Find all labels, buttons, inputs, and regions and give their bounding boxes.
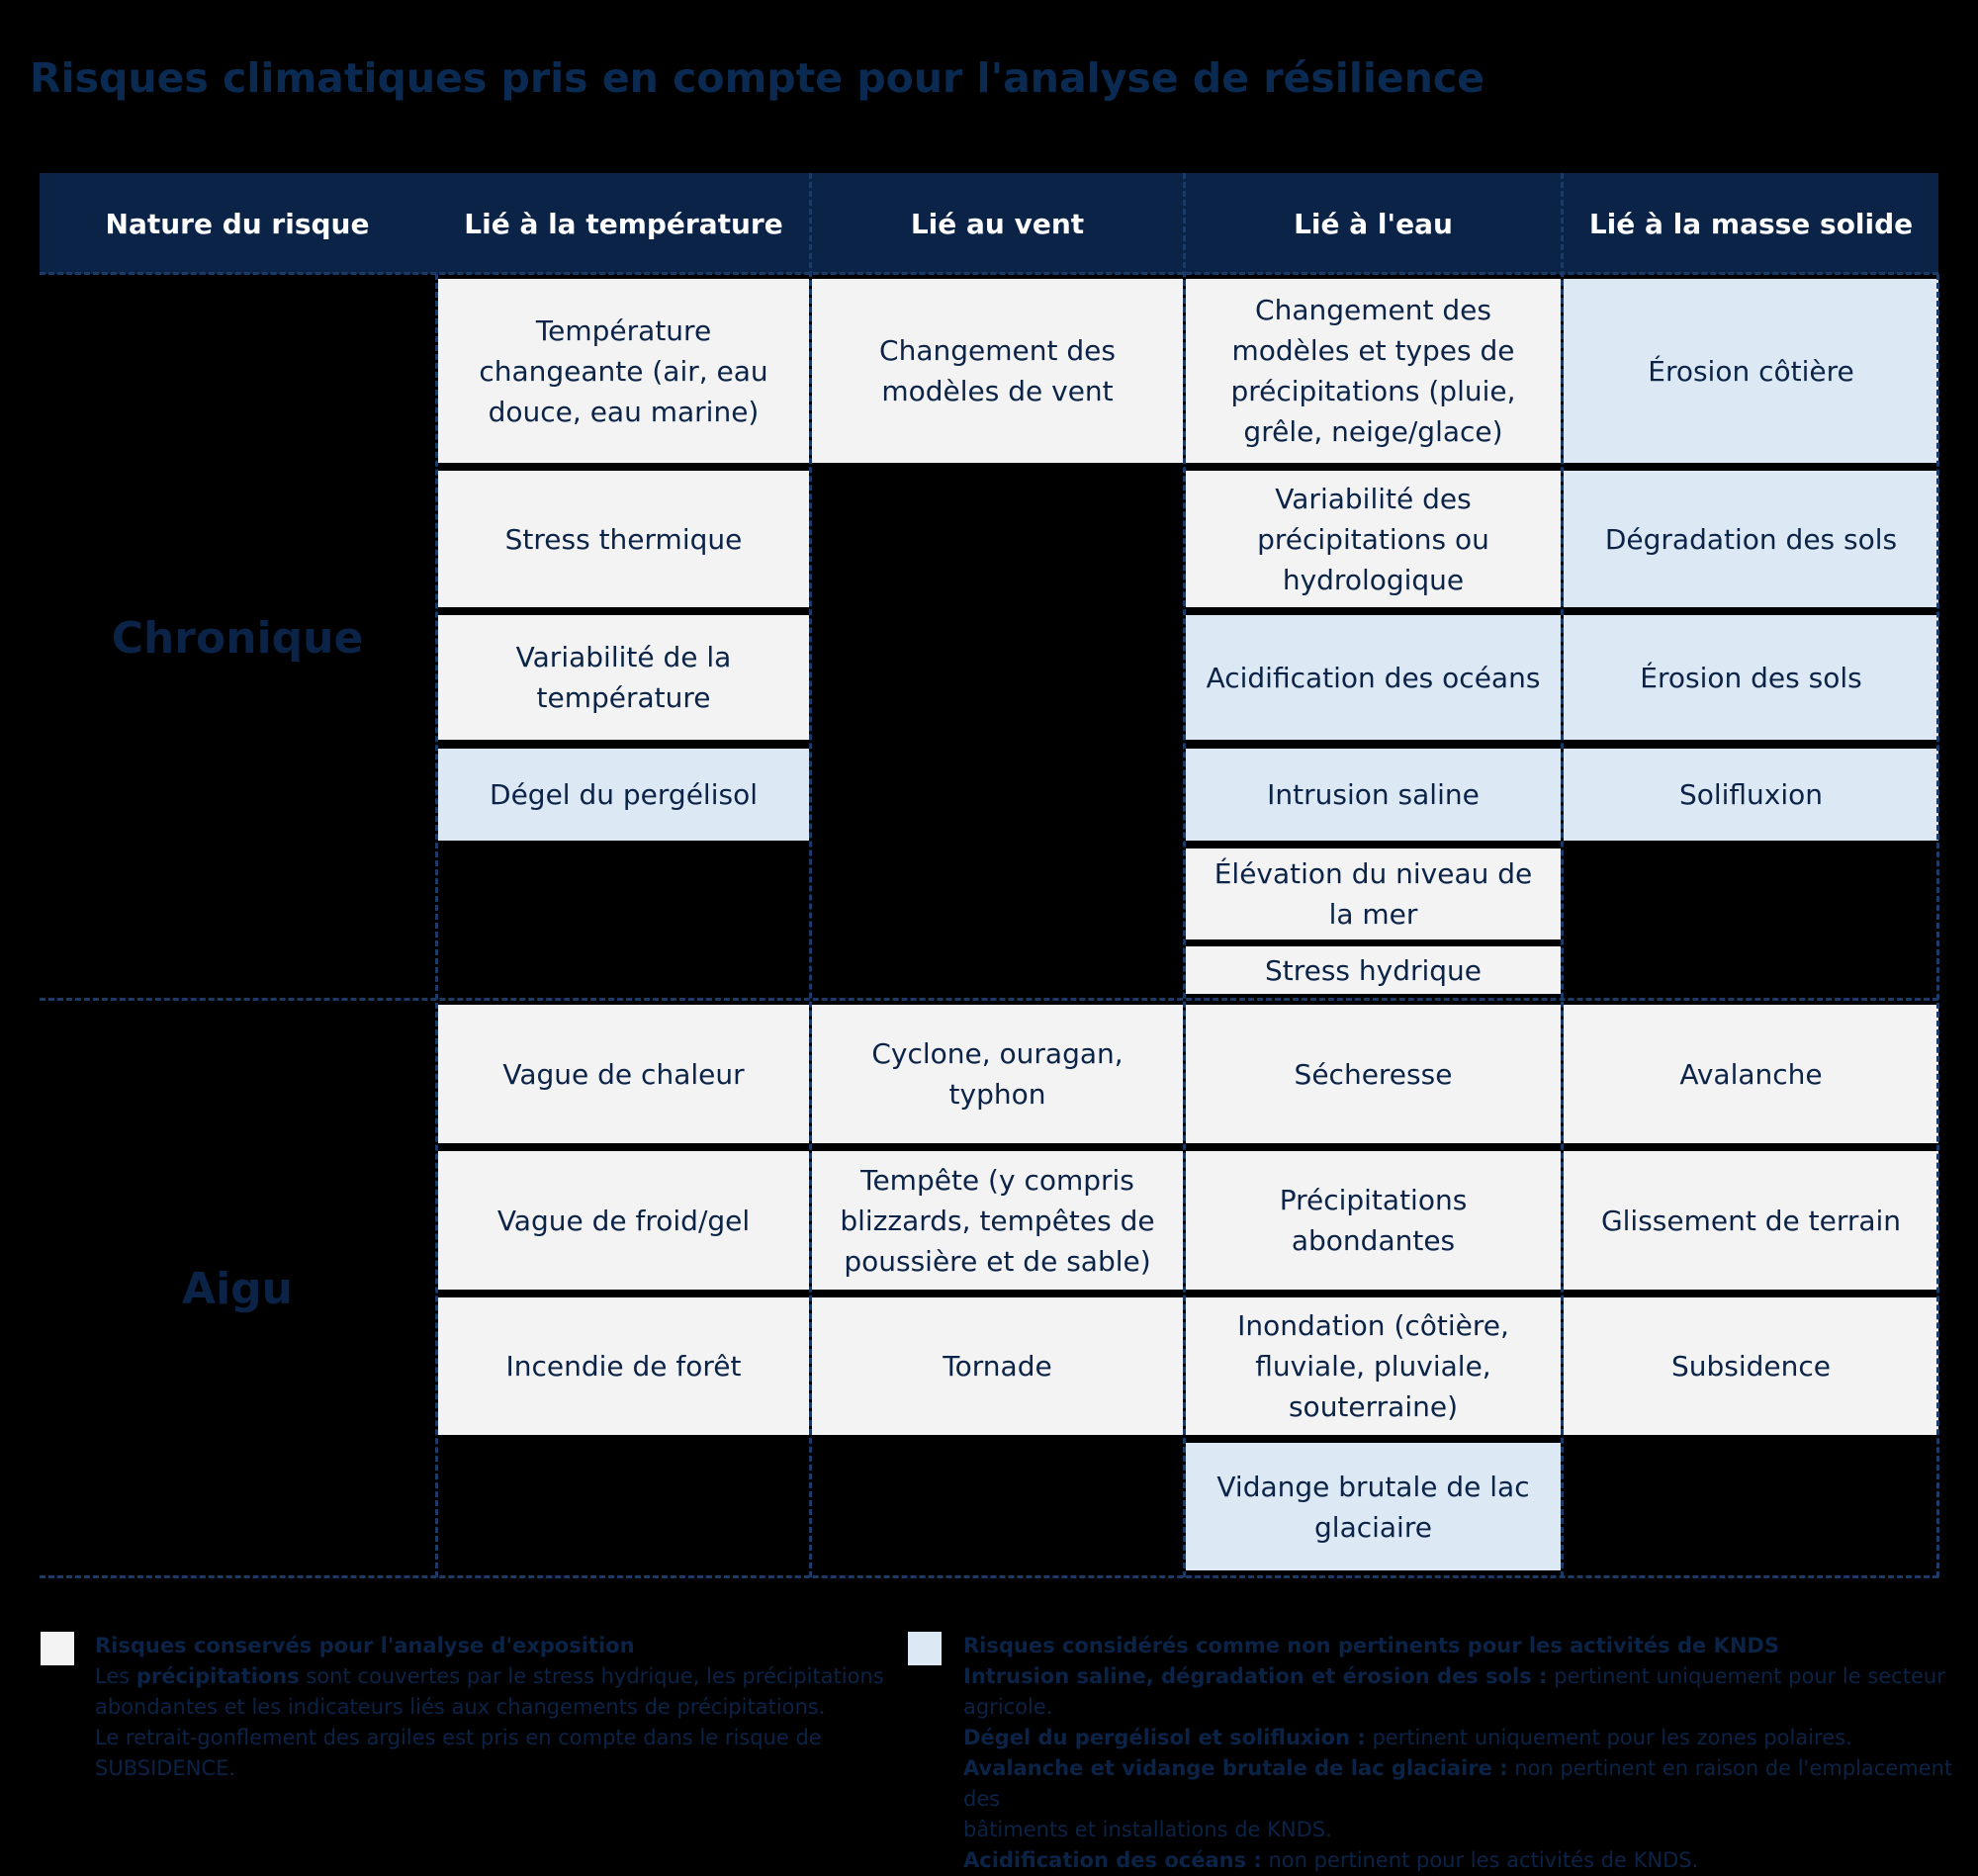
cell-sea-level-rise: Élévation du niveau de la mer [1186, 849, 1561, 939]
cell-soil-erosion: Érosion des sols [1564, 615, 1938, 740]
legend-kept-title: Risques conservés pour l'analyse d'expos… [95, 1634, 635, 1657]
category-chronic: Chronique [111, 612, 364, 664]
legend-not-relevant: Risques considérés comme non pertinents … [963, 1634, 1953, 1872]
grid-divider [809, 173, 812, 1577]
cell-coastal-erosion: Érosion côtière [1564, 279, 1938, 463]
table-header [40, 173, 1938, 274]
header-solid: Lié à la masse solide [1588, 207, 1914, 240]
grid-divider [1561, 173, 1564, 1577]
cell-storm: Tempête (y compris blizzards, tempêtes d… [812, 1151, 1183, 1290]
legend-swatch-not-relevant [908, 1632, 942, 1665]
cell-ocean-acidification: Acidification des océans [1186, 615, 1561, 740]
cell-cold-wave: Vague de froid/gel [438, 1151, 809, 1290]
cell-subsidence: Subsidence [1564, 1297, 1938, 1435]
cell-temperature-variability: Variabilité de la température [438, 615, 809, 740]
cell-precipitation-patterns: Changement des modèles et types de préci… [1186, 279, 1561, 463]
header-nature: Nature du risque [105, 207, 370, 240]
grid-divider [1183, 173, 1186, 1577]
cell-landslide: Glissement de terrain [1564, 1151, 1938, 1290]
page-title: Risques climatiques pris en compte pour … [30, 54, 1485, 102]
header-temperature: Lié à la température [464, 207, 783, 240]
cell-wildfire: Incendie de forêt [438, 1297, 809, 1435]
grid-divider [435, 274, 438, 1577]
cell-avalanche: Avalanche [1564, 1005, 1938, 1143]
grid-divider [1936, 274, 1939, 1577]
grid-divider [40, 1575, 1938, 1578]
cell-heavy-precipitation: Précipitations abondantes [1186, 1151, 1561, 1290]
cell-glacial-lake-outburst: Vidange brutale de lac glaciaire [1186, 1443, 1561, 1570]
cell-heat-stress: Stress thermique [438, 471, 809, 607]
legend-not-relevant-title: Risques considérés comme non pertinents … [963, 1634, 1779, 1657]
header-water: Lié à l'eau [1294, 207, 1453, 240]
cell-soil-degradation: Dégradation des sols [1564, 471, 1938, 607]
cell-tornado: Tornade [812, 1297, 1183, 1435]
cell-saline-intrusion: Intrusion saline [1186, 749, 1561, 841]
cell-wind-pattern-change: Changement des modèles de vent [812, 279, 1183, 463]
cell-cyclone: Cyclone, ouragan, typhon [812, 1005, 1183, 1143]
cell-permafrost-thaw: Dégel du pergélisol [438, 749, 809, 841]
cell-flood: Inondation (côtière, fluviale, pluviale,… [1186, 1297, 1561, 1435]
cell-temperature-changing: Température changeante (air, eau douce, … [438, 279, 809, 463]
grid-divider [40, 272, 1938, 275]
legend-swatch-kept [41, 1632, 74, 1665]
cell-solifluction: Solifluxion [1564, 749, 1938, 841]
header-wind: Lié au vent [910, 207, 1085, 240]
cell-heat-wave: Vague de chaleur [438, 1005, 809, 1143]
grid-divider [40, 998, 1938, 1001]
cell-drought: Sécheresse [1186, 1005, 1561, 1143]
legend-kept: Risques conservés pour l'analyse d'expos… [95, 1634, 884, 1780]
category-acute: Aigu [182, 1263, 293, 1314]
cell-water-stress: Stress hydrique [1186, 946, 1561, 994]
cell-precipitation-variability: Variabilité des précipitations ou hydrol… [1186, 471, 1561, 607]
